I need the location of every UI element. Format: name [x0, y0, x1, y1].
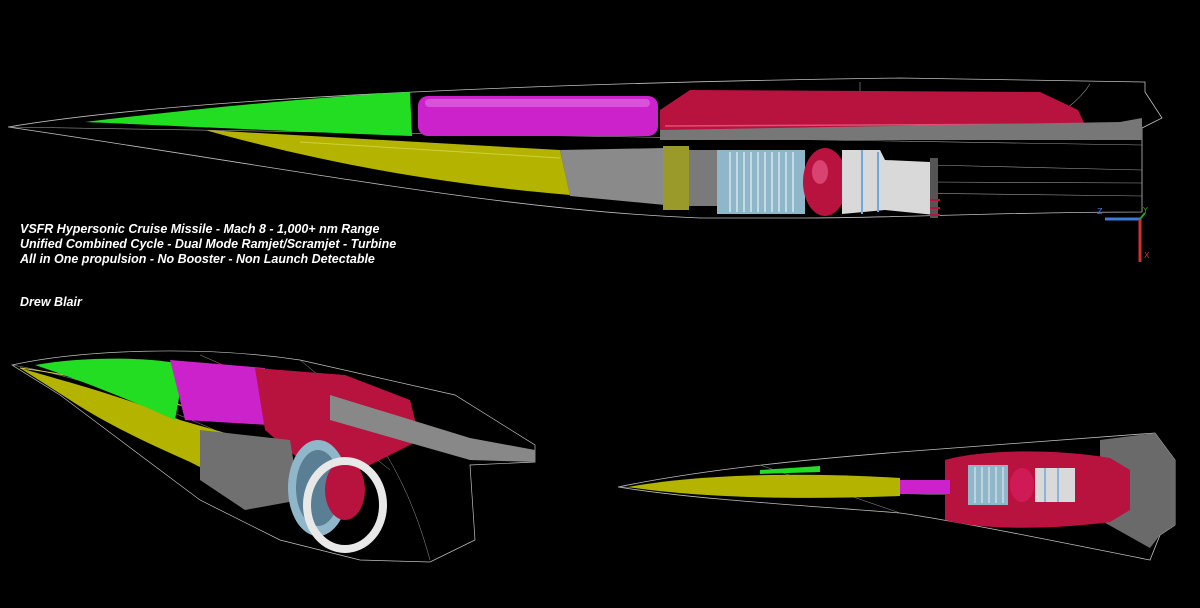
iso-spine-grey: [330, 395, 535, 462]
caption-line-1: VSFR Hypersonic Cruise Missile - Mach 8 …: [20, 222, 380, 236]
iso-inlet-olive: [20, 368, 250, 490]
axis-x-label: X: [1144, 251, 1150, 260]
side-spine-grey: [660, 118, 1142, 140]
top-compressor-blue: [968, 465, 1008, 505]
side-compressor-blue: [717, 150, 805, 214]
side-view: [7, 77, 1163, 219]
caption-line-2: Unified Combined Cycle - Dual Mode Ramje…: [20, 237, 397, 251]
top-turbine-white: [1035, 468, 1075, 502]
iso-turbine-white: [303, 457, 387, 553]
top-spine-magenta: [900, 480, 950, 494]
iso-forebody-green: [35, 358, 185, 420]
caption-line-3: All in One propulsion - No Booster - Non…: [20, 252, 375, 266]
top-combustor-crimson: [1010, 468, 1034, 502]
axis-y-label: Y: [1142, 206, 1148, 215]
side-wireframe-line: [929, 181, 1143, 184]
iso-duct-grey: [200, 430, 300, 510]
top-forebody-green: [760, 466, 820, 474]
side-wireframe-line: [929, 164, 1143, 171]
top-view: [617, 432, 1176, 561]
top-nozzle-grey: [1100, 433, 1175, 548]
top-inlet-olive: [628, 474, 900, 498]
side-forebody-green: [85, 92, 412, 136]
side-combustor-crimson: [803, 148, 847, 216]
description-caption: VSFR Hypersonic Cruise Missile - Mach 8 …: [20, 222, 396, 267]
side-turbine-white: [842, 150, 935, 215]
iso-outer-wireframe: [11, 350, 536, 563]
top-outer-wireframe: [617, 432, 1176, 561]
side-duct-ring: [663, 146, 689, 210]
author-name: Drew Blair: [20, 295, 82, 309]
side-inlet-olive: [205, 130, 570, 195]
axis-gizmo: Z Y X: [1097, 206, 1150, 262]
side-duct-grey: [560, 148, 665, 205]
iso-fuel-tank-magenta: [170, 360, 268, 425]
side-outer-hull-wireframe: [7, 77, 1163, 219]
axis-z-label: Z: [1097, 207, 1103, 216]
side-body-crimson: [660, 90, 1085, 132]
iso-combustor-crimson: [325, 460, 365, 520]
isometric-view: [11, 350, 536, 563]
